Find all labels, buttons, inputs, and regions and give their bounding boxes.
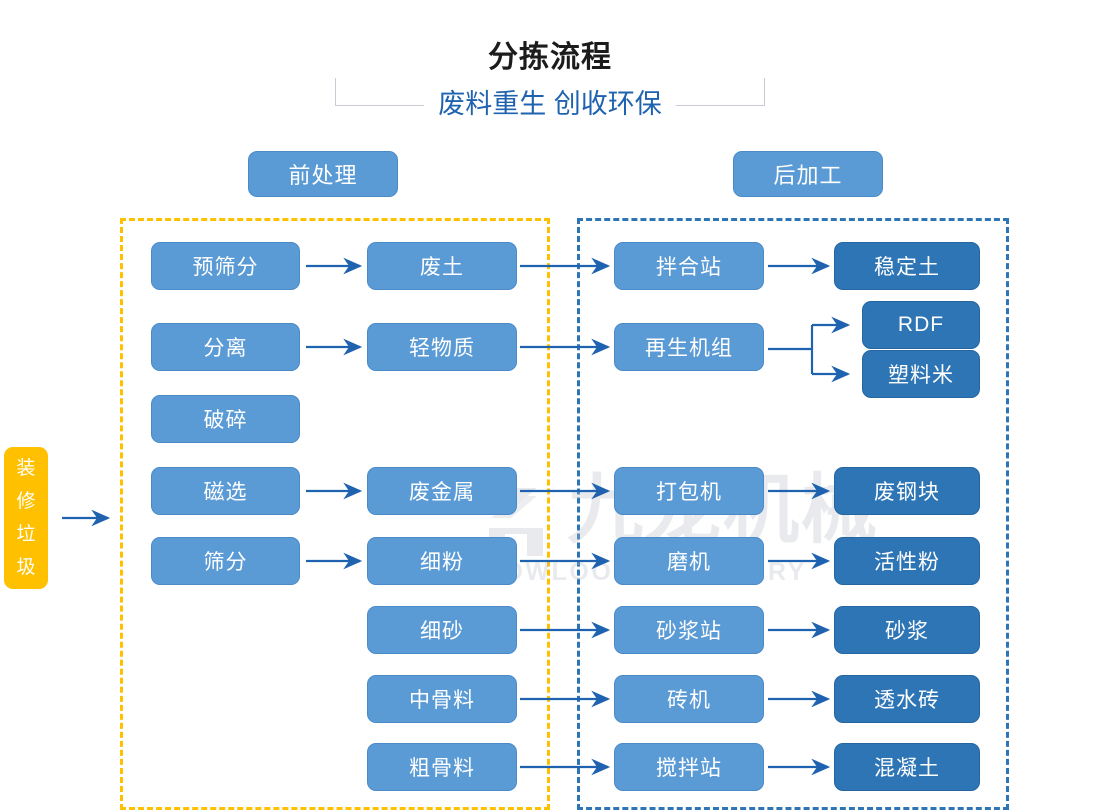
node-product-4[interactable]: 活性粉 (834, 537, 980, 585)
section-header-post-processing-label: 后加工 (773, 163, 843, 188)
page-title-text: 分拣流程 (474, 41, 626, 74)
node-product-5-label: 砂浆 (885, 620, 929, 643)
node-material-5[interactable]: 中骨料 (367, 675, 517, 723)
node-machine-4-label: 砂浆站 (656, 620, 722, 643)
node-process-4[interactable]: 筛分 (151, 537, 300, 585)
page-subtitle-text: 废料重生 创收环保 (424, 89, 676, 119)
source-char-3: 圾 (16, 557, 36, 578)
node-product-7-label: 混凝土 (874, 757, 940, 780)
node-product-6-label: 透水砖 (874, 689, 940, 712)
node-product-2-label: 塑料米 (888, 364, 954, 387)
node-machine-0-label: 拌合站 (656, 256, 722, 279)
node-process-4-label: 筛分 (203, 551, 248, 574)
node-material-0-label: 废土 (420, 256, 464, 279)
node-material-2[interactable]: 废金属 (367, 467, 517, 515)
source-char-2: 垃 (16, 524, 36, 545)
node-process-2-label: 破碎 (203, 409, 248, 432)
node-product-5[interactable]: 砂浆 (834, 606, 980, 654)
group-frame-post-processing (577, 218, 1009, 810)
node-product-1-label: RDF (897, 313, 945, 336)
node-machine-1-label: 再生机组 (645, 337, 733, 360)
node-machine-6-label: 搅拌站 (656, 757, 722, 780)
node-product-0[interactable]: 稳定土 (834, 242, 980, 290)
node-material-3-label: 细粉 (420, 551, 464, 574)
node-process-2[interactable]: 破碎 (151, 395, 300, 443)
node-material-4-label: 细砂 (420, 620, 464, 643)
node-material-0[interactable]: 废土 (367, 242, 517, 290)
group-frame-pre-treatment (120, 218, 550, 810)
node-product-2[interactable]: 塑料米 (862, 350, 980, 398)
node-process-0[interactable]: 预筛分 (151, 242, 300, 290)
node-process-1[interactable]: 分离 (151, 323, 300, 371)
node-machine-3-label: 磨机 (667, 551, 711, 574)
node-product-7[interactable]: 混凝土 (834, 743, 980, 791)
node-material-6[interactable]: 粗骨料 (367, 743, 517, 791)
node-machine-5[interactable]: 砖机 (614, 675, 764, 723)
node-material-1-label: 轻物质 (409, 337, 475, 360)
node-material-4[interactable]: 细砂 (367, 606, 517, 654)
node-material-5-label: 中骨料 (409, 689, 475, 712)
node-material-6-label: 粗骨料 (409, 757, 475, 780)
node-product-1[interactable]: RDF (862, 301, 980, 349)
node-machine-6[interactable]: 搅拌站 (614, 743, 764, 791)
source-char-1: 修 (16, 491, 36, 512)
node-material-3[interactable]: 细粉 (367, 537, 517, 585)
node-product-0-label: 稳定土 (874, 256, 940, 279)
node-process-0-label: 预筛分 (192, 256, 259, 279)
node-process-3[interactable]: 磁选 (151, 467, 300, 515)
node-product-4-label: 活性粉 (874, 551, 940, 574)
section-header-pre-treatment-label: 前处理 (288, 163, 358, 188)
node-machine-0[interactable]: 拌合站 (614, 242, 764, 290)
node-machine-5-label: 砖机 (667, 689, 711, 712)
node-machine-4[interactable]: 砂浆站 (614, 606, 764, 654)
node-machine-2[interactable]: 打包机 (614, 467, 764, 515)
source-node-renovation-waste[interactable]: 装 修 垃 圾 (4, 447, 48, 589)
node-material-1[interactable]: 轻物质 (367, 323, 517, 371)
node-material-2-label: 废金属 (409, 481, 475, 504)
node-machine-2-label: 打包机 (656, 481, 722, 504)
source-char-0: 装 (16, 458, 36, 479)
node-product-6[interactable]: 透水砖 (834, 675, 980, 723)
page-subtitle: 废料重生 创收环保 (0, 86, 1100, 122)
node-machine-3[interactable]: 磨机 (614, 537, 764, 585)
page-title: 分拣流程 (0, 38, 1100, 78)
section-header-pre-treatment[interactable]: 前处理 (248, 151, 398, 197)
node-product-3-label: 废钢块 (874, 481, 940, 504)
node-product-3[interactable]: 废钢块 (834, 467, 980, 515)
node-machine-1[interactable]: 再生机组 (614, 323, 764, 371)
node-process-1-label: 分离 (203, 337, 248, 360)
section-header-post-processing[interactable]: 后加工 (733, 151, 883, 197)
node-process-3-label: 磁选 (203, 481, 248, 504)
